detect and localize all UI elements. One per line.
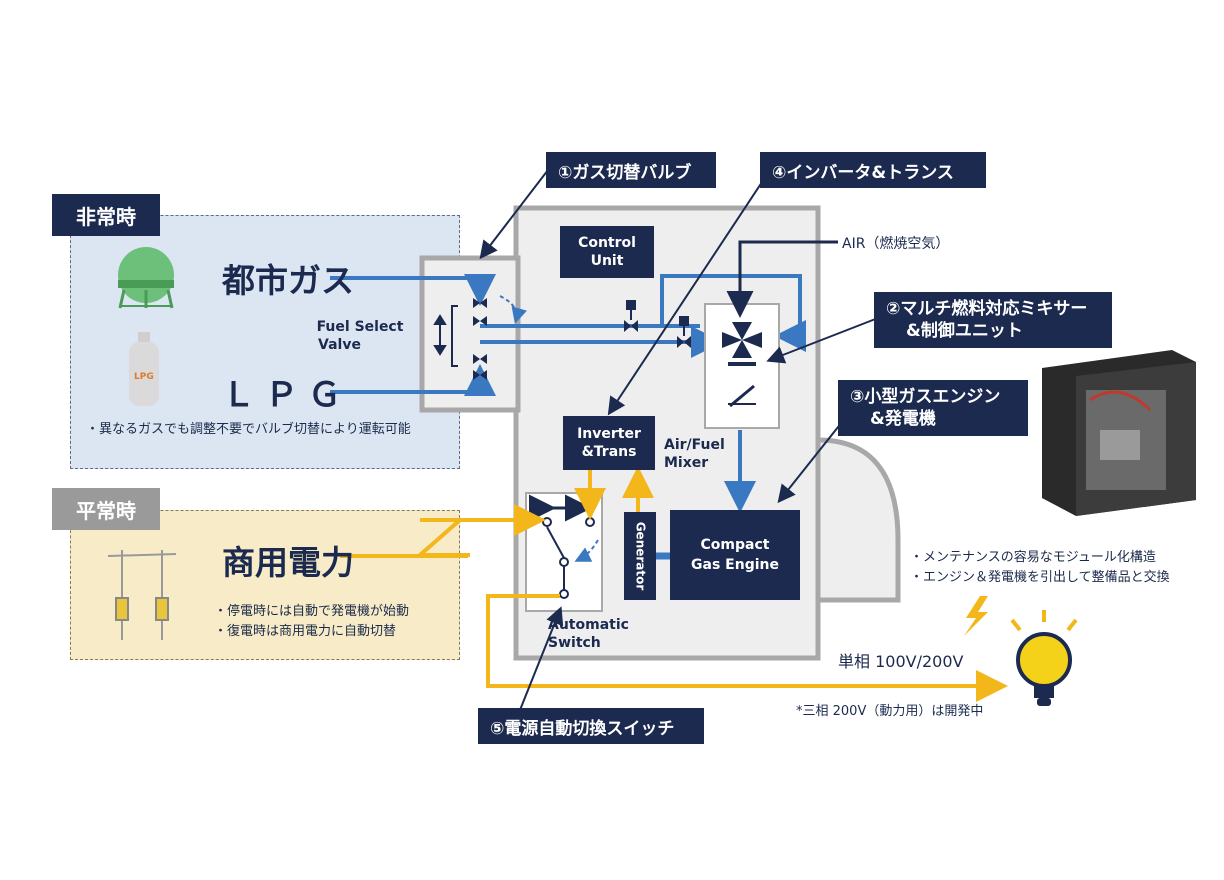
- valve-icon: [473, 298, 691, 380]
- callout-engine: ③小型ガスエンジン &発電機: [838, 380, 1028, 436]
- fan-icon: [722, 322, 762, 408]
- fuel-select-line-1: Fuel Select: [316, 319, 404, 335]
- inverter-box: Inverter &Trans: [563, 416, 655, 470]
- fuel-select-valve-label: Fuel Select Valve: [310, 318, 410, 354]
- normal-note-2: ・復電時は商用電力に自動切替: [214, 624, 397, 639]
- engine-line-1: Compact: [700, 537, 770, 553]
- callout-mixer-line-2: &制御ユニット: [906, 321, 1023, 341]
- emergency-tag: 非常時: [52, 194, 160, 236]
- emergency-note: ・異なるガスでも調整不要でバルブ切替により運転可能: [86, 422, 411, 437]
- engine-unit-photo: [1042, 350, 1196, 516]
- generator-box: Generator: [624, 512, 656, 600]
- air-label: AIR（燃焼空気）: [842, 236, 950, 252]
- normal-note-1: ・停電時には自動で発電機が始動: [214, 604, 410, 619]
- city-gas-label: 都市ガス: [222, 261, 354, 300]
- control-unit-line-2: Unit: [590, 253, 624, 269]
- valve-housing: [419, 255, 521, 413]
- control-unit-box: Control Unit: [560, 226, 654, 278]
- lpg-cylinder-label: LPG: [134, 372, 154, 382]
- callout-inverter: ④インバータ&トランス: [760, 152, 986, 188]
- maintenance-note-2: ・エンジン＆発電機を引出して整備品と交換: [910, 570, 1170, 585]
- engine-box: Compact Gas Engine: [670, 510, 800, 600]
- engine-line-2: Gas Engine: [691, 557, 779, 573]
- callout-gas-valve: ①ガス切替バルブ: [546, 152, 716, 188]
- mixer-label: Air/Fuel Mixer: [664, 436, 728, 472]
- three-phase-note: *三相 200V（動力用）は開発中: [796, 704, 984, 719]
- control-unit-line-1: Control: [578, 235, 636, 251]
- utility-pole-icon: [107, 550, 177, 640]
- normal-panel: [70, 510, 460, 660]
- inverter-line-2: &Trans: [581, 444, 637, 460]
- callout-mixer-line-1: ②マルチ燃料対応ミキサー: [886, 299, 1088, 319]
- gas-tank-icon: [118, 247, 174, 309]
- auto-switch-line-1: Automatic: [548, 617, 629, 633]
- mixer-line-1: Air/Fuel: [664, 437, 725, 453]
- updown-arrow-icon: [433, 314, 447, 356]
- normal-tag: 平常時: [52, 488, 160, 530]
- callout-engine-line-1: ③小型ガスエンジン: [850, 387, 1001, 407]
- lpg-label: ＬＰＧ: [222, 375, 351, 414]
- generator-label: Generator: [633, 521, 647, 591]
- callout-auto-switch: ⑤電源自動切換スイッチ: [478, 708, 704, 744]
- single-phase-label: 単相 100V/200V: [838, 652, 964, 671]
- lpg-cylinder-icon: [129, 332, 159, 406]
- commercial-power-label: 商用電力: [222, 543, 354, 582]
- callout-mixer: ②マルチ燃料対応ミキサー &制御ユニット: [874, 292, 1112, 348]
- auto-switch-label: Automatic Switch: [548, 616, 648, 652]
- inverter-line-1: Inverter: [577, 426, 641, 442]
- fuel-select-line-2: Valve: [318, 337, 361, 353]
- lightning-icon: [964, 596, 988, 636]
- auto-switch-line-2: Switch: [548, 635, 601, 651]
- engine-drawer: [815, 437, 901, 603]
- light-bulb-icon: [1010, 610, 1078, 706]
- maintenance-note-1: ・メンテナンスの容易なモジュール化構造: [910, 550, 1156, 565]
- callout-engine-line-2: &発電機: [870, 409, 936, 429]
- mixer-line-2: Mixer: [664, 455, 709, 471]
